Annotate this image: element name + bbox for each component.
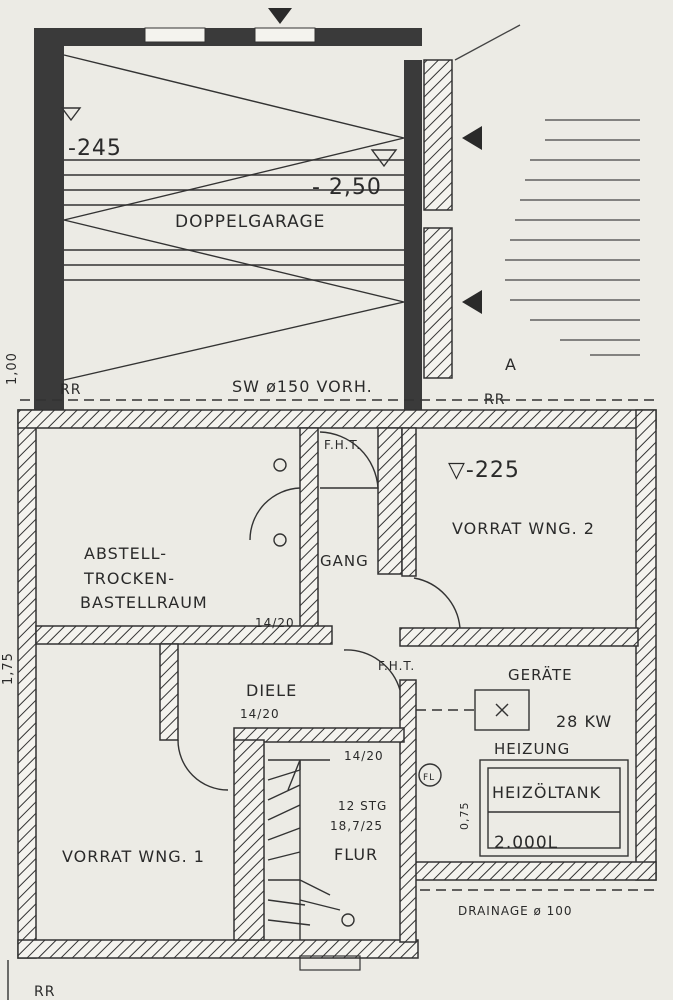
room-label-abstell-2: TROCKEN- [83, 569, 175, 588]
room-label-abstell-1: ABSTELL- [84, 544, 167, 563]
fl-icon [418, 763, 442, 787]
staircase [267, 759, 341, 940]
room-label-abstell-3: BASTELLRAUM [80, 593, 208, 612]
room-label-gang: GANG [320, 552, 369, 570]
stairs-size: 18,7/25 [330, 819, 383, 833]
basement-outer-walls [17, 409, 657, 959]
door-swings [177, 431, 461, 791]
garage-stripes [64, 159, 404, 281]
heating-power: 28 KW [556, 712, 612, 731]
garage-door-triangles [63, 54, 405, 381]
level-mark-left [60, 107, 82, 122]
garage-doors [268, 8, 482, 379]
fl-label: FL [423, 773, 435, 783]
rr-label-right: RR [484, 392, 505, 408]
fht-label-top: F.H.T. [324, 438, 361, 452]
level-mark-right [370, 149, 398, 168]
room-label-geraete: GERÄTE [508, 665, 573, 684]
room-label-garage: DOPPELGARAGE [175, 212, 325, 232]
door-size-abstell: 14/20 [255, 616, 295, 630]
drive-hatching [454, 24, 640, 356]
door-size-diele: 14/20 [240, 707, 280, 721]
stair-opening [299, 955, 361, 971]
room-label-flur: FLUR [334, 845, 378, 864]
room-label-vorrat1: VORRAT WNG. 1 [62, 847, 205, 866]
tank-dimension: 0,75 [458, 802, 471, 831]
room-label-vorrat2: VORRAT WNG. 2 [452, 519, 595, 538]
dimension-left-2: 1,75 [1, 652, 16, 685]
heating-unit [416, 689, 530, 731]
oil-tank [479, 759, 629, 857]
rr-label-left: RR [60, 382, 81, 398]
garage-walls [34, 27, 422, 410]
drainage-label: DRAINAGE ø 100 [458, 904, 573, 918]
pipe-symbols [273, 458, 442, 927]
room-label-diele: DIELE [246, 681, 297, 700]
stairs-count: 12 STG [338, 799, 387, 813]
tank-volume: 2.000L [494, 833, 558, 853]
dimension-left: 1,00 [5, 352, 20, 385]
tank-label: HEIZÖLTANK [492, 783, 601, 802]
section-mark: A [505, 355, 517, 374]
door-size-flur: 14/20 [344, 749, 384, 763]
rr-label-bottom: RR [34, 984, 55, 1000]
pipe-label: SW ø150 VORH. [232, 377, 373, 396]
fht-label-mid: F.H.T. [378, 659, 415, 673]
basement-inner-walls [35, 427, 639, 943]
heating-label: HEIZUNG [494, 740, 570, 758]
level-garage-right: - 2,50 [312, 175, 382, 200]
level-garage-left: -245 [68, 136, 122, 161]
level-vorrat2: ▽-225 [448, 458, 520, 483]
